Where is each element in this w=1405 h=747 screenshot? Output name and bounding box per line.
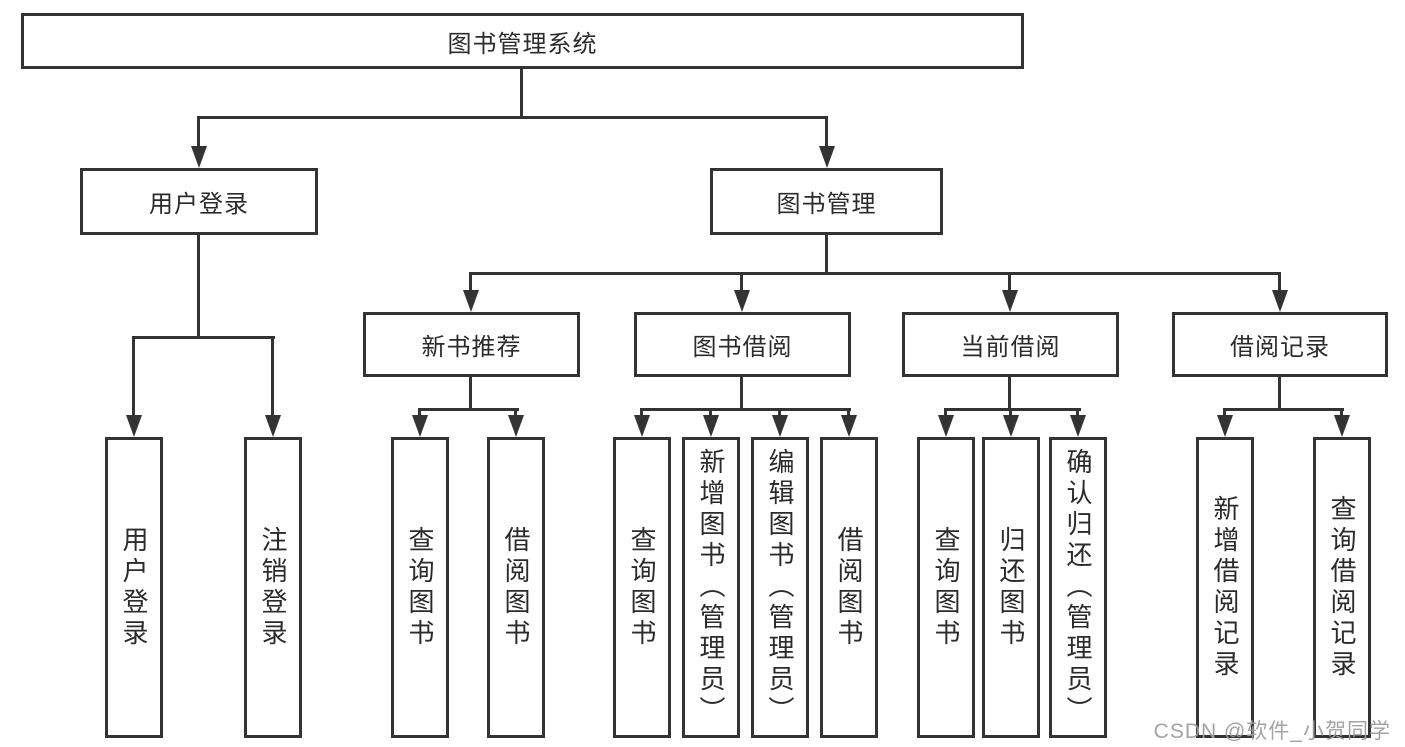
arrow-down-icon: [508, 415, 524, 437]
leaf-label: 新增图书（管理员）: [696, 448, 726, 727]
connector-line: [778, 408, 781, 417]
connector-line: [709, 408, 712, 417]
connector-line: [469, 374, 472, 410]
arrow-down-icon: [1070, 415, 1086, 437]
leaf-label: 查询图书: [931, 525, 961, 650]
connector-line: [1340, 408, 1343, 417]
connector-line: [1008, 374, 1011, 410]
connector-line: [271, 336, 274, 416]
connector-line: [640, 408, 851, 411]
arrow-down-icon: [191, 146, 207, 168]
node-root: 图书管理系统: [21, 13, 1024, 69]
node-query-books: 查询图书: [613, 437, 671, 738]
node-query-borrow-record: 查询借阅记录: [1313, 437, 1371, 738]
leaf-label: 归还图书: [996, 525, 1026, 650]
node-confirm-return-admin: 确认归还（管理员）: [1049, 437, 1107, 738]
node-book-borrow-label: 图书借阅: [692, 334, 793, 361]
node-user-login: 用户登录: [80, 168, 318, 235]
arrow-down-icon: [1003, 415, 1019, 437]
connector-line: [847, 408, 850, 417]
connector-line: [944, 408, 1081, 411]
arrow-down-icon: [819, 146, 835, 168]
node-root-label: 图书管理系统: [447, 30, 598, 58]
leaf-label: 编辑图书（管理员）: [765, 448, 795, 727]
node-edit-book-admin: 编辑图书（管理员）: [751, 437, 809, 738]
connector-line: [418, 408, 421, 417]
connector-line: [197, 116, 200, 148]
node-return-book: 归还图书: [982, 437, 1040, 738]
arrow-down-icon: [1002, 290, 1018, 312]
connector-line: [520, 66, 523, 118]
node-borrow-books: 借阅图书: [487, 437, 545, 738]
node-new-book-recommend: 新书推荐: [363, 312, 580, 377]
connector-line: [418, 408, 519, 411]
leaf-label: 借阅图书: [501, 525, 531, 650]
leaf-label: 借阅图书: [834, 525, 864, 650]
arrow-down-icon: [1272, 290, 1288, 312]
connector-line: [740, 374, 743, 410]
node-user-login-leaf: 用户登录: [105, 437, 163, 738]
connector-line: [132, 336, 135, 416]
connector-line: [469, 272, 1281, 275]
leaf-label: 查询借阅记录: [1327, 494, 1357, 681]
arrow-down-icon: [126, 415, 142, 437]
node-current-borrow: 当前借阅: [902, 312, 1119, 377]
leaf-label: 新增借阅记录: [1210, 494, 1240, 681]
arrow-down-icon: [1217, 415, 1233, 437]
connector-line: [740, 272, 743, 292]
connector-line: [1223, 408, 1226, 417]
node-query-books: 查询图书: [391, 437, 449, 738]
node-borrow-records-label: 借阅记录: [1230, 334, 1330, 361]
leaf-label: 注销登录: [258, 525, 288, 650]
connector-line: [825, 116, 828, 148]
node-book-management: 图书管理: [710, 168, 943, 235]
node-borrow-records: 借阅记录: [1172, 312, 1388, 377]
connector-line: [1009, 408, 1012, 417]
node-book-borrow: 图书借阅: [634, 312, 851, 377]
connector-line: [197, 232, 200, 338]
connector-line: [132, 336, 275, 339]
connector-line: [514, 408, 517, 417]
arrow-down-icon: [265, 415, 281, 437]
leaf-label: 确认归还（管理员）: [1063, 448, 1093, 727]
leaf-label: 查询图书: [627, 525, 657, 650]
node-query-books: 查询图书: [917, 437, 975, 738]
node-user-login-label: 用户登录: [149, 191, 249, 218]
leaf-label: 用户登录: [119, 525, 149, 650]
connector-line: [469, 272, 472, 292]
arrow-down-icon: [772, 415, 788, 437]
arrow-down-icon: [841, 415, 857, 437]
connector-line: [640, 408, 643, 417]
connector-line: [197, 116, 828, 119]
connector-line: [1278, 374, 1281, 410]
arrow-down-icon: [938, 415, 954, 437]
node-logout: 注销登录: [244, 437, 302, 738]
node-add-book-admin: 新增图书（管理员）: [682, 437, 740, 738]
connector-line: [1223, 408, 1344, 411]
arrow-down-icon: [1334, 415, 1350, 437]
leaf-label: 查询图书: [405, 525, 435, 650]
node-borrow-books: 借阅图书: [820, 437, 878, 738]
connector-line: [944, 408, 947, 417]
arrow-down-icon: [734, 290, 750, 312]
node-new-book-recommend-label: 新书推荐: [421, 334, 522, 361]
node-current-borrow-label: 当前借阅: [960, 334, 1061, 361]
connector-line: [825, 232, 828, 275]
arrow-down-icon: [463, 290, 479, 312]
node-book-management-label: 图书管理: [776, 191, 877, 218]
arrow-down-icon: [703, 415, 719, 437]
arrow-down-icon: [634, 415, 650, 437]
connector-line: [1008, 272, 1011, 292]
arrow-down-icon: [412, 415, 428, 437]
connector-line: [1278, 272, 1281, 292]
csdn-watermark: CSDN @软件_小贺同学: [1153, 720, 1391, 743]
connector-line: [1076, 408, 1079, 417]
node-add-borrow-record: 新增借阅记录: [1196, 437, 1254, 738]
